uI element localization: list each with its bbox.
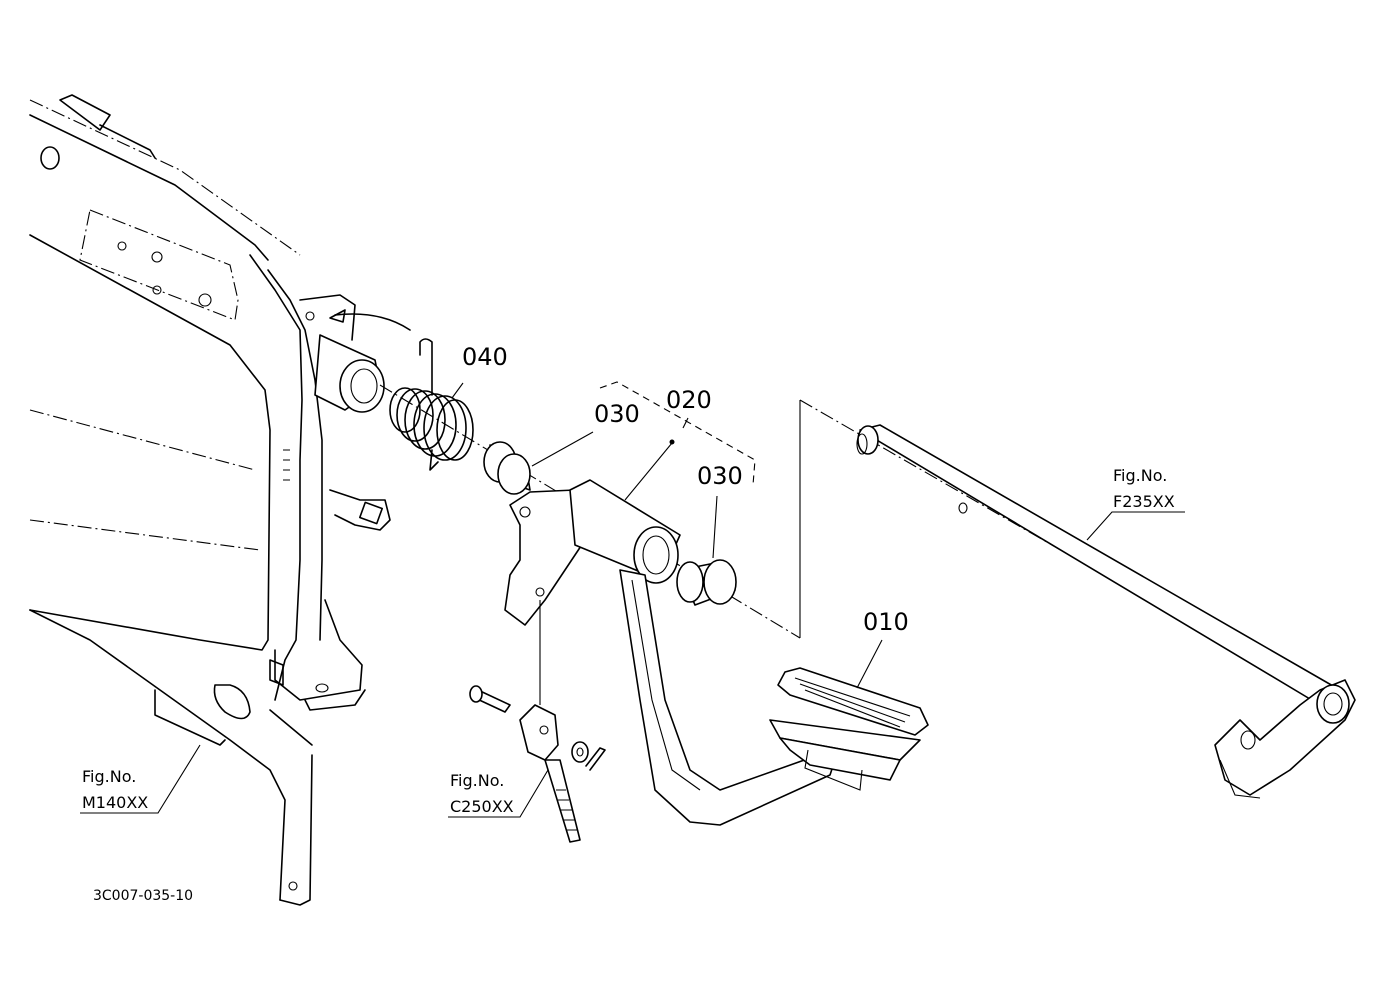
callout-040: 040 bbox=[462, 343, 508, 371]
callout-010: 010 bbox=[863, 608, 909, 636]
leader-040 bbox=[451, 382, 464, 399]
ref-rod-leader bbox=[448, 769, 549, 818]
leader-020-dot bbox=[624, 442, 673, 501]
pedal-pad bbox=[769, 667, 929, 791]
leader-030-upper bbox=[531, 431, 594, 467]
leader-dot bbox=[669, 439, 675, 445]
pedal-arm bbox=[504, 479, 836, 826]
ref-shaft-line2: F235XX bbox=[1113, 492, 1175, 511]
drawing-code: 3C007-035-10 bbox=[93, 888, 193, 904]
ref-frame-line1: Fig.No. bbox=[82, 767, 136, 786]
cross-shaft bbox=[856, 424, 1356, 799]
ref-shaft-line1: Fig.No. bbox=[1113, 466, 1167, 485]
leader-010 bbox=[856, 639, 883, 689]
leader-030-lower bbox=[712, 495, 718, 559]
leader-020 bbox=[682, 417, 689, 429]
frame-body bbox=[29, 94, 433, 906]
ref-frame-line2: M140XX bbox=[82, 793, 148, 812]
ref-rod-line1: Fig.No. bbox=[450, 771, 504, 790]
bushing-lower bbox=[676, 559, 737, 606]
ref-shaft-leader bbox=[1086, 511, 1185, 541]
bushing-upper bbox=[483, 441, 531, 495]
return-spring bbox=[389, 387, 474, 471]
callout-030-lower: 030 bbox=[697, 462, 743, 490]
clevis-assembly bbox=[469, 685, 606, 843]
ref-rod-line2: C250XX bbox=[450, 797, 514, 816]
callout-020: 020 bbox=[666, 386, 712, 414]
ref-frame-leader bbox=[80, 744, 201, 814]
callout-030-upper: 030 bbox=[594, 400, 640, 428]
